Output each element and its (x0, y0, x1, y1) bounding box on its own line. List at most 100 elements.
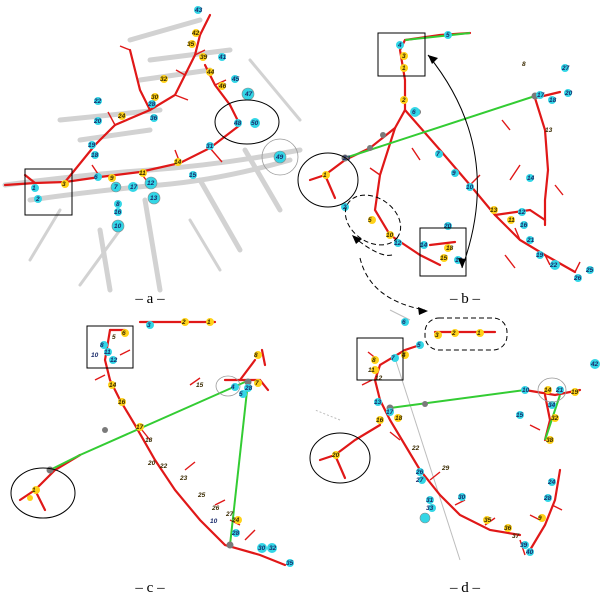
node-label: 13 (374, 399, 382, 406)
node (507, 216, 515, 224)
node-label: 15 (516, 412, 524, 419)
node-label: 23 (179, 475, 188, 482)
node (34, 195, 42, 203)
node-label: 22 (549, 262, 558, 269)
node-label: 10 (210, 518, 218, 525)
node (148, 100, 156, 108)
node (104, 348, 112, 356)
node (444, 244, 452, 252)
node-label: 6 (94, 174, 98, 181)
panel-c-link (229, 381, 249, 546)
node-label: 6 (122, 330, 126, 337)
node-label: 35 (187, 41, 195, 48)
node-label: 18 (446, 245, 454, 252)
node-label: 41 (218, 54, 227, 61)
node-label: 5 (112, 334, 116, 341)
node (94, 173, 102, 181)
node-label: 30 (458, 494, 466, 501)
node-label: 10 (91, 352, 99, 359)
node (226, 541, 234, 549)
node (422, 401, 428, 407)
node-label: 3 (402, 53, 406, 60)
node-label: 11 (508, 217, 515, 224)
node (267, 543, 277, 553)
node (420, 241, 428, 249)
node-label: 2 (451, 330, 456, 337)
node (239, 390, 247, 398)
node (94, 117, 102, 125)
node-label: 3 (147, 322, 151, 329)
node-label: 19 (571, 389, 579, 396)
node-label: 12 (110, 357, 118, 364)
node (199, 53, 207, 61)
node (371, 356, 379, 364)
panel-c-gray-ellipse (215, 375, 241, 397)
panel-d-nodes (332, 318, 600, 556)
node-label: 3 (62, 181, 66, 188)
node-label: 12 (375, 375, 383, 382)
node-label: 24 (117, 113, 126, 120)
node-label: 8 (254, 352, 258, 359)
node-label: 12 (518, 209, 526, 216)
node-label: 14 (527, 175, 535, 182)
node-label: 5 (239, 391, 243, 398)
panel-c-track (18, 320, 287, 567)
node (380, 132, 386, 138)
node-label: 22 (411, 445, 420, 452)
node-label: 37 (512, 533, 520, 540)
node-label: 25 (197, 492, 206, 499)
node-label: 26 (415, 469, 424, 476)
node-label: 32 (160, 76, 168, 83)
node-label: 7 (255, 380, 259, 387)
node-label: 21 (555, 387, 564, 394)
node (394, 239, 402, 247)
node-label: 12 (394, 240, 402, 247)
node-label: 16 (118, 399, 126, 406)
node-label: 19 (536, 252, 544, 259)
node (400, 52, 408, 60)
node (254, 379, 262, 387)
node-label: 1 (402, 65, 406, 72)
panel-c-nodes (27, 318, 294, 567)
node-label: 15 (440, 255, 448, 262)
node-label: 20 (331, 452, 340, 459)
node (556, 386, 564, 394)
node (231, 383, 239, 391)
node-label: 8 (100, 342, 104, 349)
arrowhead (458, 258, 466, 268)
node-label: 32 (551, 415, 559, 422)
node-label: 18 (91, 152, 99, 159)
node (232, 529, 240, 537)
node (418, 476, 426, 484)
node (520, 221, 528, 229)
panel-b-dashed-arrow-up (354, 237, 393, 256)
node (322, 171, 330, 179)
node (490, 206, 498, 214)
node-label: 17 (537, 92, 545, 99)
node (391, 354, 399, 362)
node (521, 541, 529, 549)
node-label: 4 (397, 42, 402, 49)
panel-d-track (318, 330, 582, 552)
node (400, 96, 408, 104)
node (110, 181, 122, 193)
node-label: 1 (207, 319, 211, 326)
node (108, 381, 116, 389)
node (206, 68, 214, 76)
node-label: 18 (549, 97, 557, 104)
node-label: 49 (275, 154, 284, 161)
node-label: 11 (139, 170, 146, 177)
node (451, 329, 459, 337)
panel-b-swap-arrow (427, 54, 478, 269)
node-label: 30 (258, 545, 266, 552)
node-label: 47 (244, 91, 253, 98)
node-label: 2 (35, 196, 40, 203)
node-label: 15 (196, 382, 204, 389)
node-label: 28 (543, 495, 552, 502)
node (244, 378, 252, 386)
node (250, 118, 260, 128)
node (586, 266, 594, 274)
panel-d-gray-branches (314, 309, 461, 561)
panel-b-dashed-ellipse (344, 194, 402, 246)
node (546, 436, 554, 444)
